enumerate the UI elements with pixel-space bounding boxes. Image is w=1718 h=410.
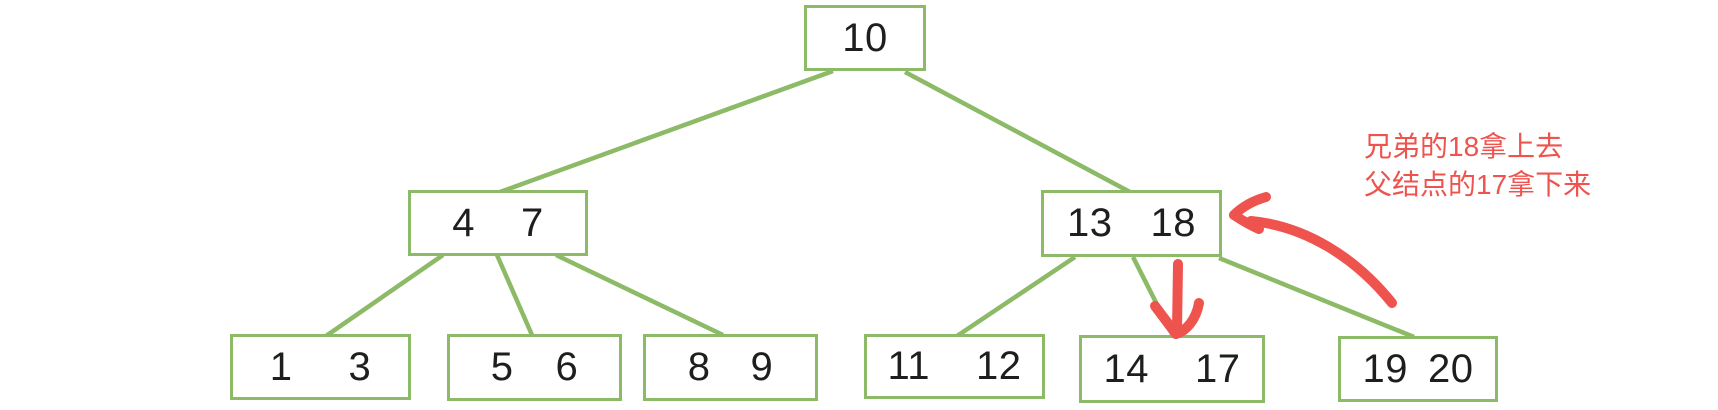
tree-node-11-12: 11 12 [864, 334, 1045, 399]
node-key: 20 [1428, 346, 1474, 391]
edge-13-18-to-11-12 [955, 255, 1077, 338]
node-key: 6 [555, 345, 579, 389]
edge-10-to-4-7 [499, 68, 834, 195]
edge-10-to-13-18 [903, 70, 1132, 194]
node-key: 13 [1067, 201, 1113, 245]
node-key: 1 [269, 344, 293, 389]
tree-node-8-9: 8 9 [643, 334, 818, 401]
edge-4-7-to-8-9 [555, 252, 724, 338]
tree-node-4-7: 4 7 [408, 190, 588, 256]
node-key: 7 [521, 200, 544, 245]
tree-node-19-20: 19 20 [1338, 336, 1498, 402]
edge-4-7-to-5-6 [494, 254, 535, 336]
node-key: 4 [452, 200, 475, 245]
node-key: 5 [490, 345, 514, 389]
node-key: 9 [750, 345, 774, 389]
node-key: 14 [1103, 346, 1149, 391]
edge-13-18-to-19-20 [1218, 255, 1415, 340]
node-key: 8 [687, 345, 711, 389]
node-key: 17 [1195, 346, 1241, 391]
tree-node-14-17: 14 17 [1079, 335, 1265, 403]
node-key: 19 [1362, 346, 1408, 391]
node-key: 10 [842, 15, 888, 60]
arrow-curved-18-up-icon [1229, 192, 1397, 308]
tree-node-1-3: 1 3 [230, 334, 411, 400]
node-key: 12 [976, 344, 1022, 388]
node-key: 3 [348, 344, 372, 389]
node-key: 11 [887, 344, 931, 388]
annotation-line-1: 兄弟的18拿上去 [1364, 131, 1564, 162]
tree-node-10: 10 [804, 5, 926, 71]
edge-13-18-to-14-17 [1130, 255, 1176, 338]
tree-node-13-18: 13 18 [1041, 190, 1222, 257]
arrow-down-17-icon [1150, 259, 1204, 339]
annotation-line-2: 父结点的17拿下来 [1364, 169, 1592, 200]
edge-4-7-to-1-3 [324, 253, 445, 338]
node-key: 18 [1150, 201, 1196, 245]
annotation-text: 兄弟的18拿上去 父结点的17拿下来 [1364, 128, 1591, 204]
tree-node-5-6: 5 6 [447, 334, 622, 401]
